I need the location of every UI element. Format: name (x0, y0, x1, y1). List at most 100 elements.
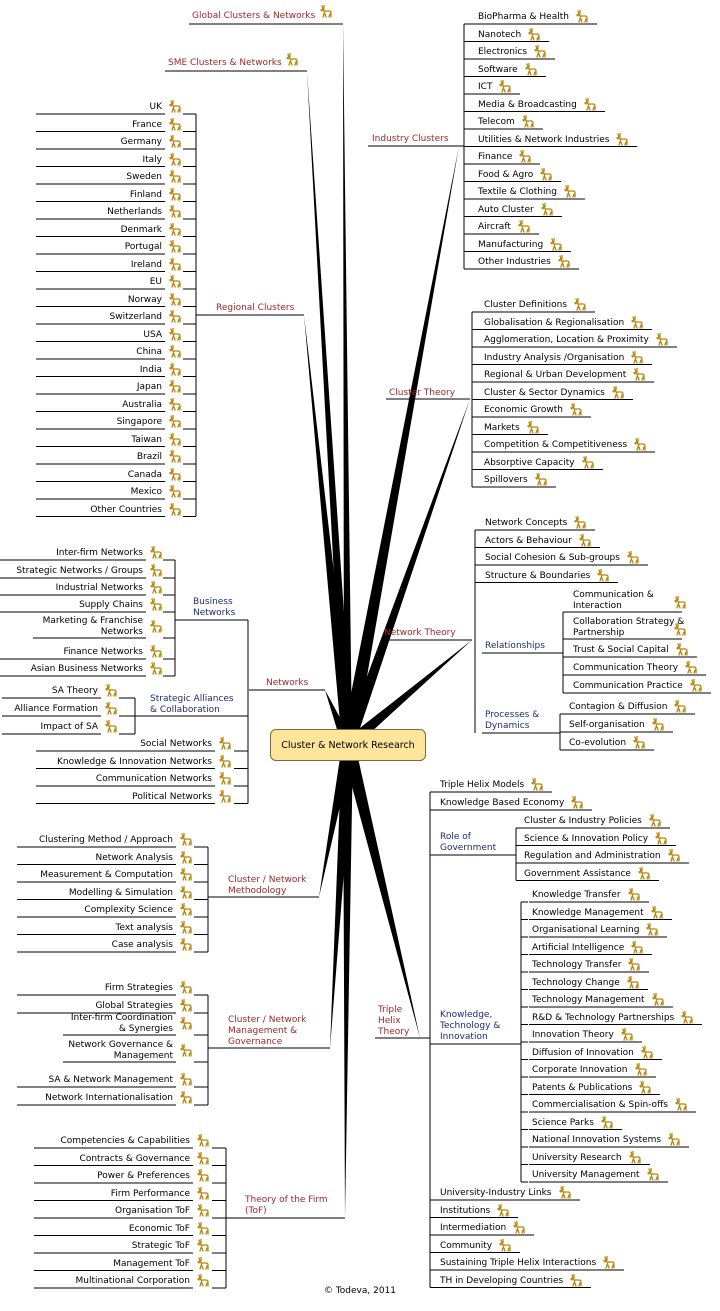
leaf-network-concepts[interactable]: Network Concepts (485, 518, 568, 528)
leaf-contracts-governance[interactable]: Contracts & Governance (79, 1153, 190, 1164)
leaf-software[interactable]: Software (478, 64, 518, 75)
leaf-technology-management[interactable]: Technology Management (532, 995, 645, 1005)
leaf-inter-firm-networks[interactable]: Inter-firm Networks (56, 548, 143, 558)
leaf-norway[interactable]: Norway (127, 294, 162, 305)
leaf-germany[interactable]: Germany (120, 137, 162, 147)
leaf-collaboration-strategy-partnership[interactable]: Collaboration Strategy & Partnership (573, 617, 685, 638)
branch-networks[interactable]: Networks (266, 678, 309, 688)
leaf-brazil[interactable]: Brazil (136, 452, 162, 462)
leaf-netherlands[interactable]: Netherlands (107, 207, 162, 217)
leaf-economic-tof[interactable]: Economic ToF (128, 1223, 190, 1234)
leaf-network-governance-management[interactable]: Network Governance & Management (68, 1040, 173, 1061)
leaf-inter-firm-coordination-synergies[interactable]: Inter-firm Coordination & Synergies (70, 1013, 173, 1034)
leaf-innovation-theory[interactable]: Innovation Theory (532, 1030, 614, 1040)
leaf-absorptive-capacity[interactable]: Absorptive Capacity (484, 457, 575, 468)
sub-branch-role-of-government[interactable]: Role of Government (440, 832, 497, 853)
leaf-modelling-simulation[interactable]: Modelling & Simulation (68, 887, 173, 898)
branch-triple-helix-theory[interactable]: Triple Helix Theory (378, 1005, 410, 1037)
leaf-cluster-industry-policies[interactable]: Cluster & Industry Policies (524, 816, 642, 826)
leaf-nanotech[interactable]: Nanotech (478, 29, 522, 40)
leaf-impact-of-sa[interactable]: Impact of SA (40, 722, 98, 732)
leaf-firm-strategies[interactable]: Firm Strategies (104, 983, 173, 993)
leaf-communication-practice[interactable]: Communication Practice (573, 681, 683, 691)
branch-global-clusters-networks[interactable]: Global Clusters & Networks (192, 11, 316, 21)
leaf-self-organisation[interactable]: Self-organisation (569, 720, 645, 730)
leaf-strategic-tof[interactable]: Strategic ToF (131, 1241, 190, 1251)
leaf-sweden[interactable]: Sweden (126, 172, 162, 182)
leaf-other-industries[interactable]: Other Industries (478, 257, 551, 267)
leaf-finance[interactable]: Finance (478, 152, 513, 162)
sub-branch-relationships[interactable]: Relationships (485, 641, 545, 651)
leaf-community[interactable]: Community (440, 1240, 493, 1251)
leaf-power-preferences[interactable]: Power & Preferences (97, 1171, 190, 1181)
leaf-organisation-tof[interactable]: Organisation ToF (114, 1206, 190, 1216)
leaf-knowledge-management[interactable]: Knowledge Management (532, 907, 644, 918)
leaf-global-strategies[interactable]: Global Strategies (95, 1001, 173, 1011)
leaf-eu[interactable]: EU (149, 277, 162, 287)
leaf-university-industry-links[interactable]: University-Industry Links (440, 1188, 552, 1198)
leaf-social-networks[interactable]: Social Networks (140, 739, 212, 749)
leaf-auto-cluster[interactable]: Auto Cluster (478, 204, 534, 215)
leaf-france[interactable]: France (132, 119, 162, 130)
leaf-institutions[interactable]: Institutions (440, 1205, 491, 1216)
leaf-diffusion-of-innovation[interactable]: Diffusion of Innovation (532, 1047, 634, 1058)
branch-cluster-network-methodology[interactable]: Cluster / Network Methodology (228, 875, 307, 896)
leaf-trust-social-capital[interactable]: Trust & Social Capital (573, 645, 669, 655)
leaf-clustering-method-approach[interactable]: Clustering Method / Approach (39, 835, 173, 845)
leaf-artificial-intelligence[interactable]: Artificial Intelligence (532, 942, 625, 953)
leaf-biopharma-health[interactable]: BioPharma & Health (478, 12, 569, 22)
sub-branch-knowledge-technology-innovation[interactable]: Knowledge, Technology & Innovation (440, 1010, 501, 1042)
leaf-asian-business-networks[interactable]: Asian Business Networks (30, 664, 143, 674)
leaf-triple-helix-models[interactable]: Triple Helix Models (440, 780, 525, 790)
leaf-technology-transfer[interactable]: Technology Transfer (532, 960, 622, 970)
leaf-measurement-computation[interactable]: Measurement & Computation (40, 870, 173, 880)
leaf-sustaining-triple-helix-interactions[interactable]: Sustaining Triple Helix Interactions (440, 1258, 597, 1268)
leaf-china[interactable]: China (136, 347, 162, 357)
leaf-electronics[interactable]: Electronics (478, 47, 528, 57)
leaf-contagion-diffusion[interactable]: Contagion & Diffusion (569, 702, 668, 712)
leaf-knowledge-based-economy[interactable]: Knowledge Based Economy (440, 798, 565, 808)
leaf-regulation-and-administration[interactable]: Regulation and Administration (524, 851, 661, 861)
leaf-portugal[interactable]: Portugal (124, 242, 162, 252)
branch-industry-clusters[interactable]: Industry Clusters (372, 134, 449, 144)
leaf-sa-theory[interactable]: SA Theory (51, 686, 98, 696)
leaf-knowledge-transfer[interactable]: Knowledge Transfer (532, 890, 621, 900)
leaf-case-analysis[interactable]: Case analysis (111, 940, 173, 950)
leaf-social-cohesion-sub-groups[interactable]: Social Cohesion & Sub-groups (485, 553, 620, 563)
leaf-organisational-learning[interactable]: Organisational Learning (532, 925, 640, 935)
leaf-actors-behaviour[interactable]: Actors & Behaviour (485, 535, 572, 546)
leaf-ireland[interactable]: Ireland (130, 259, 162, 270)
leaf-communication-networks[interactable]: Communication Networks (95, 774, 212, 784)
leaf-agglomeration-location-proximity[interactable]: Agglomeration, Location & Proximity (484, 335, 649, 345)
leaf-communication-interaction[interactable]: Communication & Interaction (573, 590, 654, 611)
leaf-uk[interactable]: UK (149, 102, 163, 112)
leaf-strategic-networks-groups[interactable]: Strategic Networks / Groups (16, 566, 143, 576)
leaf-media-broadcasting[interactable]: Media & Broadcasting (478, 99, 577, 110)
leaf-textile-clothing[interactable]: Textile & Clothing (478, 187, 557, 197)
leaf-singapore[interactable]: Singapore (116, 417, 162, 427)
leaf-co-evolution[interactable]: Co-evolution (569, 738, 627, 748)
leaf-markets[interactable]: Markets (484, 422, 520, 433)
leaf-firm-performance[interactable]: Firm Performance (110, 1188, 190, 1199)
leaf-spillovers[interactable]: Spillovers (484, 475, 528, 485)
leaf-regional-urban-development[interactable]: Regional & Urban Development (484, 370, 627, 380)
leaf-globalisation-regionalisation[interactable]: Globalisation & Regionalisation (484, 317, 625, 328)
leaf-sa-network-management[interactable]: SA & Network Management (48, 1075, 173, 1085)
leaf-food-agro[interactable]: Food & Agro (478, 169, 534, 180)
leaf-utilities-network-industries[interactable]: Utilities & Network Industries (478, 134, 610, 145)
leaf-network-internationalisation[interactable]: Network Internationalisation (45, 1093, 173, 1103)
branch-cluster-network-management-governance[interactable]: Cluster / Network Management & Governanc… (228, 1015, 307, 1047)
leaf-management-tof[interactable]: Management ToF (113, 1258, 190, 1269)
leaf-text-analysis[interactable]: Text analysis (115, 922, 173, 933)
leaf-supply-chains[interactable]: Supply Chains (79, 600, 143, 610)
leaf-knowledge-innovation-networks[interactable]: Knowledge & Innovation Networks (57, 756, 212, 767)
leaf-cluster-definitions[interactable]: Cluster Definitions (484, 300, 568, 310)
leaf-denmark[interactable]: Denmark (120, 224, 162, 235)
leaf-aircraft[interactable]: Aircraft (478, 222, 511, 232)
branch-sme-clusters-networks[interactable]: SME Clusters & Networks (168, 58, 282, 68)
leaf-italy[interactable]: Italy (142, 154, 162, 165)
leaf-r-d-technology-partnerships[interactable]: R&D & Technology Partnerships (532, 1012, 675, 1023)
leaf-australia[interactable]: Australia (122, 399, 162, 410)
leaf-intermediation[interactable]: Intermediation (440, 1223, 507, 1233)
leaf-telecom[interactable]: Telecom (478, 117, 515, 127)
